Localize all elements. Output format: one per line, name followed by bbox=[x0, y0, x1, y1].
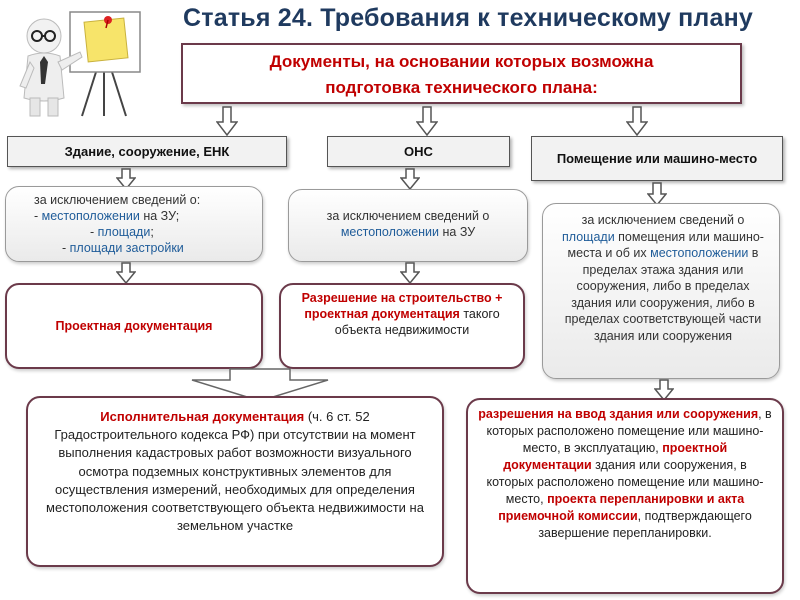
exclusion-building-item-1: - местоположении на ЗУ; bbox=[34, 209, 180, 223]
exclusion-room-box: за исключением сведений о площади помеще… bbox=[542, 203, 780, 379]
down-arrow-icon bbox=[654, 379, 674, 401]
exclusion-room-intro: за исключением сведений о bbox=[581, 213, 745, 227]
room-docs-text-2: здания или сооружения, в которых располо… bbox=[486, 458, 764, 506]
down-arrow-icon bbox=[416, 106, 438, 136]
presenter-figure-icon bbox=[19, 11, 141, 117]
exclusion-room-location: местоположении bbox=[650, 246, 749, 260]
room-documents-box: разрешения на ввод здания или сооружения… bbox=[466, 398, 784, 594]
exclusion-building-intro: за исключением сведений о: bbox=[34, 193, 201, 207]
down-arrow-icon bbox=[116, 168, 136, 190]
executive-documentation-rest: (ч. 6 ст. 52 Градостроительного кодекса … bbox=[46, 409, 424, 534]
ons-permit-bold: Разрешение на строительство + проектная … bbox=[301, 291, 503, 321]
down-arrow-icon bbox=[216, 106, 238, 136]
exclusion-ons-item-1: местоположении на ЗУ bbox=[340, 225, 476, 239]
main-header-line-1: Документы, на основании которых возможна bbox=[269, 52, 654, 71]
executive-documentation-box: Исполнительная документация (ч. 6 ст. 52… bbox=[26, 396, 444, 567]
down-arrow-icon bbox=[116, 262, 136, 284]
page-title: Статья 24. Требования к техническому пла… bbox=[183, 4, 753, 32]
category-room: Помещение или машино-место bbox=[531, 136, 783, 181]
room-docs-text-3: , подтверждающего завершение перепланиро… bbox=[538, 509, 752, 540]
down-arrow-icon bbox=[191, 368, 329, 402]
ons-permit-box: Разрешение на строительство + проектная … bbox=[279, 283, 525, 369]
ons-permit-rest: такого объекта недвижимости bbox=[334, 307, 500, 337]
main-header-line-2: подготовка технического плана: bbox=[325, 78, 598, 97]
project-documentation-box: Проектная документация bbox=[5, 283, 263, 369]
exclusion-room-text-3: в пределах этажа здания или сооружения, … bbox=[564, 246, 762, 343]
down-arrow-icon bbox=[400, 262, 420, 284]
exclusion-room-text-2: помещения или машино-места и об их bbox=[567, 229, 764, 261]
down-arrow-icon bbox=[400, 168, 420, 190]
room-docs-bold-3: проекта перепланировки и акта приемочной… bbox=[498, 492, 745, 523]
down-arrow-icon bbox=[647, 182, 667, 206]
exclusion-ons-box: за исключением сведений о местоположении… bbox=[288, 189, 528, 262]
category-building-label: Здание, сооружение, ЕНК bbox=[64, 144, 230, 159]
room-docs-bold-2: проектной документации bbox=[503, 441, 728, 472]
category-room-label: Помещение или машино-место bbox=[556, 151, 758, 166]
exclusion-building-box: за исключением сведений о: - местоположе… bbox=[5, 186, 263, 262]
executive-documentation-bold: Исполнительная документация bbox=[100, 409, 305, 424]
exclusion-building-item-3: - площади застройки bbox=[62, 241, 184, 255]
down-arrow-icon bbox=[626, 106, 648, 136]
project-documentation-label: Проектная документация bbox=[55, 319, 213, 333]
exclusion-building-item-2: - площади; bbox=[90, 225, 154, 239]
room-docs-bold-1: разрешения на ввод здания или сооружения bbox=[478, 407, 759, 421]
category-ons: ОНС bbox=[327, 136, 510, 167]
main-header-box: Документы, на основании которых возможна… bbox=[181, 43, 742, 104]
exclusion-room-area: площади bbox=[562, 229, 615, 244]
category-building: Здание, сооружение, ЕНК bbox=[7, 136, 287, 167]
category-ons-label: ОНС bbox=[404, 144, 433, 159]
room-docs-text-1: , в которых расположено помещение или ма… bbox=[486, 407, 772, 455]
exclusion-ons-intro: за исключением сведений о bbox=[326, 209, 490, 223]
